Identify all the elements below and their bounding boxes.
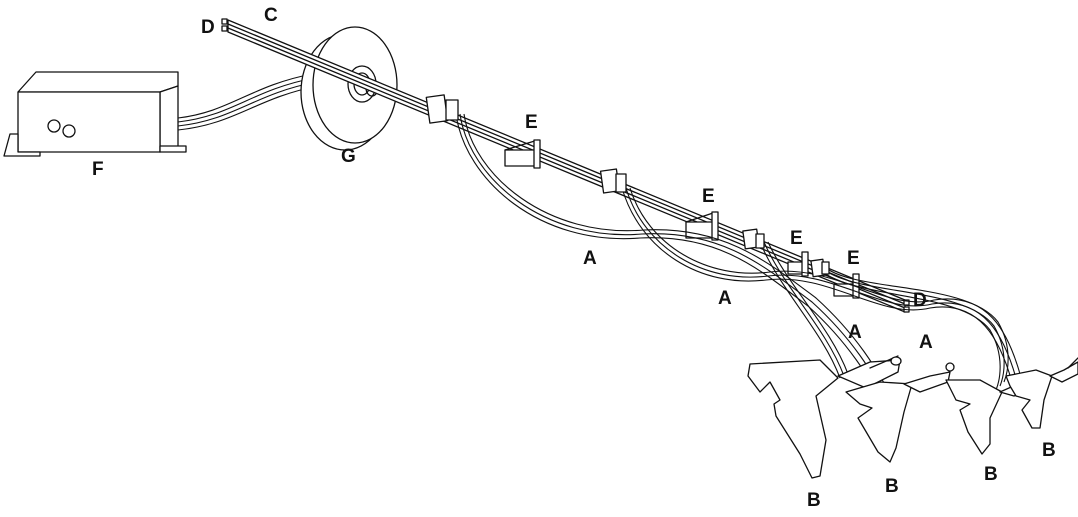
label-a-1: A <box>583 248 597 269</box>
hose <box>817 267 1009 391</box>
label-b-2: B <box>885 476 899 497</box>
hose-connector <box>810 258 830 278</box>
hose-connector <box>599 168 627 194</box>
label-f: F <box>92 159 104 180</box>
label-a-4: A <box>919 332 933 353</box>
spray-nozzle <box>845 362 955 463</box>
rail-end-cap-left <box>221 18 228 32</box>
label-c: C <box>264 5 278 26</box>
label-d-right: D <box>913 290 927 311</box>
label-e-3: E <box>790 228 803 249</box>
hose-connector <box>742 228 765 250</box>
hose <box>759 241 849 379</box>
mount-bracket <box>504 139 541 169</box>
label-e-2: E <box>702 186 715 207</box>
control-box <box>3 71 187 157</box>
control-cable <box>177 73 319 131</box>
mount-bracket <box>685 211 719 241</box>
spray-nozzle <box>1005 357 1078 429</box>
label-e-1: E <box>525 112 538 133</box>
main-rail <box>227 19 906 313</box>
label-b-3: B <box>984 464 998 485</box>
label-d-left: D <box>201 17 215 38</box>
spray-nozzle <box>747 355 902 479</box>
label-b-1: B <box>807 490 821 511</box>
hose-connector <box>425 94 459 124</box>
hose <box>455 113 889 399</box>
label-a-3: A <box>848 322 862 343</box>
label-a-2: A <box>718 288 732 309</box>
label-e-4: E <box>847 248 860 269</box>
label-b-4: B <box>1042 440 1056 461</box>
label-g: G <box>341 146 356 167</box>
